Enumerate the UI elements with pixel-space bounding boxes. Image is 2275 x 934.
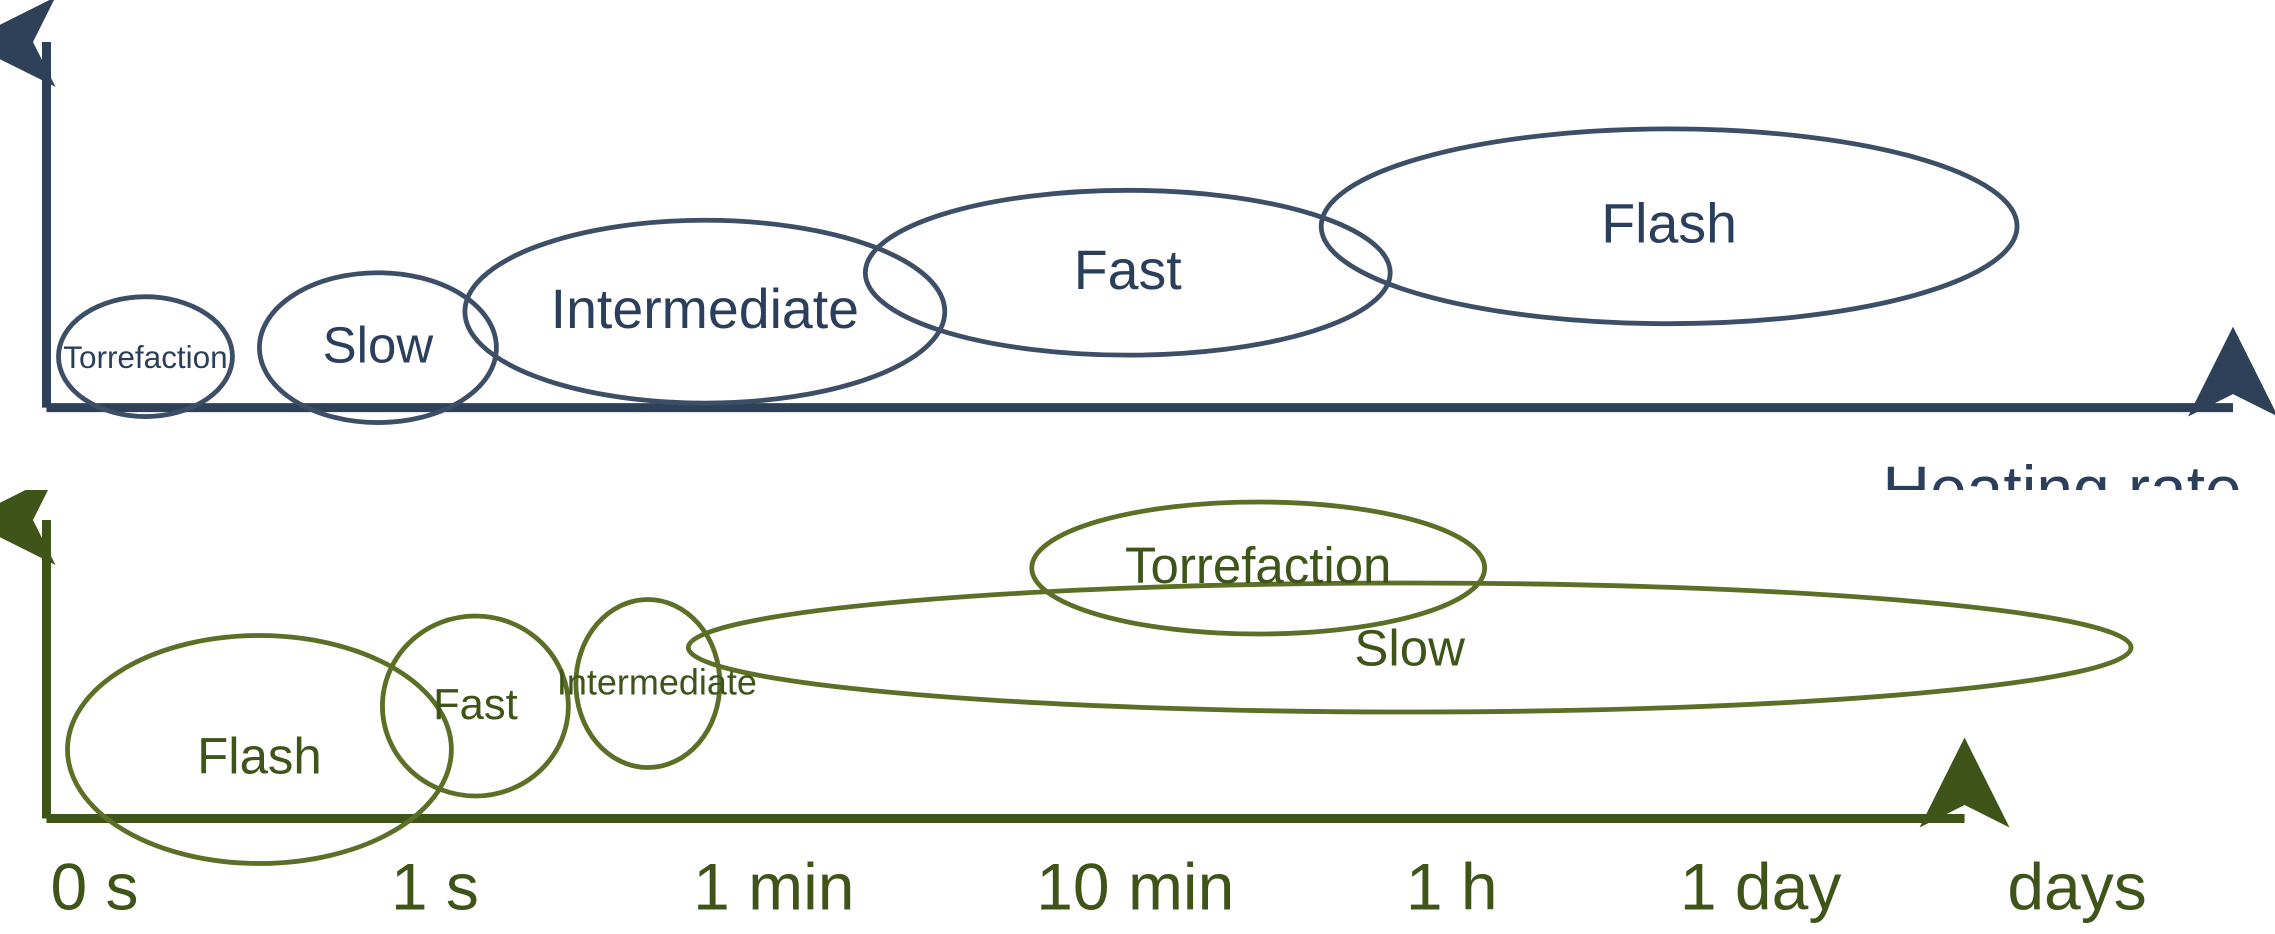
bubble-flash-ellipse — [1318, 126, 2020, 327]
bubble-torrefaction: Torrefaction — [1029, 499, 1488, 637]
xtick-1s: 1 s — [391, 849, 479, 923]
xtick-0s: 0 s — [50, 849, 138, 923]
bubble-intermediate: Intermediate — [462, 217, 948, 406]
bubble-slow-label: Slow — [323, 317, 434, 374]
bubble-torrefaction-label: Torrefaction — [63, 340, 227, 375]
bubble-intermediate: Intermediate — [557, 597, 757, 770]
bubble-flash-label: Flash — [197, 727, 322, 784]
bubble-flash-ellipse — [65, 633, 454, 866]
bubble-torrefaction: Torrefaction — [56, 294, 235, 419]
bubble-torrefaction-ellipse — [1029, 499, 1488, 637]
bubble-fast-label: Fast — [1074, 239, 1182, 301]
heating-rate-axis-title: Heating rate — [1882, 452, 2241, 490]
xtick-days: days — [2007, 849, 2146, 923]
bubble-flash: Flash — [1318, 126, 2020, 327]
xtick-1h: 1 h — [1406, 849, 1498, 923]
residence-time-bubble-group: Slow Torrefaction Flash Fast Intermediat — [65, 499, 2134, 866]
bubble-intermediate-ellipse — [462, 217, 948, 406]
heating-rate-bubble-group: Torrefaction Slow Intermediate Fast Flas — [56, 126, 2020, 425]
bubble-slow-ellipse — [257, 270, 499, 425]
bubble-torrefaction-ellipse — [56, 294, 235, 419]
bubble-fast: Fast — [380, 613, 571, 799]
bubble-slow: Slow — [685, 580, 2134, 715]
bubble-flash: Flash — [65, 633, 454, 866]
heating-rate-svg: Torrefaction Slow Intermediate Fast Flas — [0, 0, 2275, 490]
residence-time-svg: Slow Torrefaction Flash Fast Intermediat — [0, 490, 2147, 923]
bubble-fast-label: Fast — [433, 681, 518, 729]
bubble-intermediate-label: Intermediate — [557, 661, 757, 702]
bubble-torrefaction-label: Torrefaction — [1125, 537, 1391, 594]
bubble-fast-ellipse — [380, 613, 571, 799]
xtick-1day: 1 day — [1680, 849, 1841, 923]
bubble-slow: Slow — [257, 270, 499, 425]
bubble-flash-label: Flash — [1601, 192, 1737, 254]
heating-rate-chart: Torrefaction Slow Intermediate Fast Flas — [0, 0, 2275, 490]
bubble-slow-label: Slow — [1354, 619, 1465, 676]
xtick-1min: 1 min — [693, 849, 854, 923]
bubble-fast: Fast — [862, 187, 1393, 358]
residence-time-chart: Slow Torrefaction Flash Fast Intermediat — [0, 490, 2275, 934]
xtick-10min: 10 min — [1036, 849, 1234, 923]
bubble-fast-ellipse — [862, 187, 1393, 358]
residence-time-tick-labels: 0 s 1 s 1 min 10 min 1 h 1 day days — [50, 849, 2146, 923]
bubble-intermediate-ellipse — [573, 597, 723, 770]
bubble-intermediate-label: Intermediate — [551, 278, 859, 340]
bubble-slow-ellipse — [685, 580, 2134, 715]
